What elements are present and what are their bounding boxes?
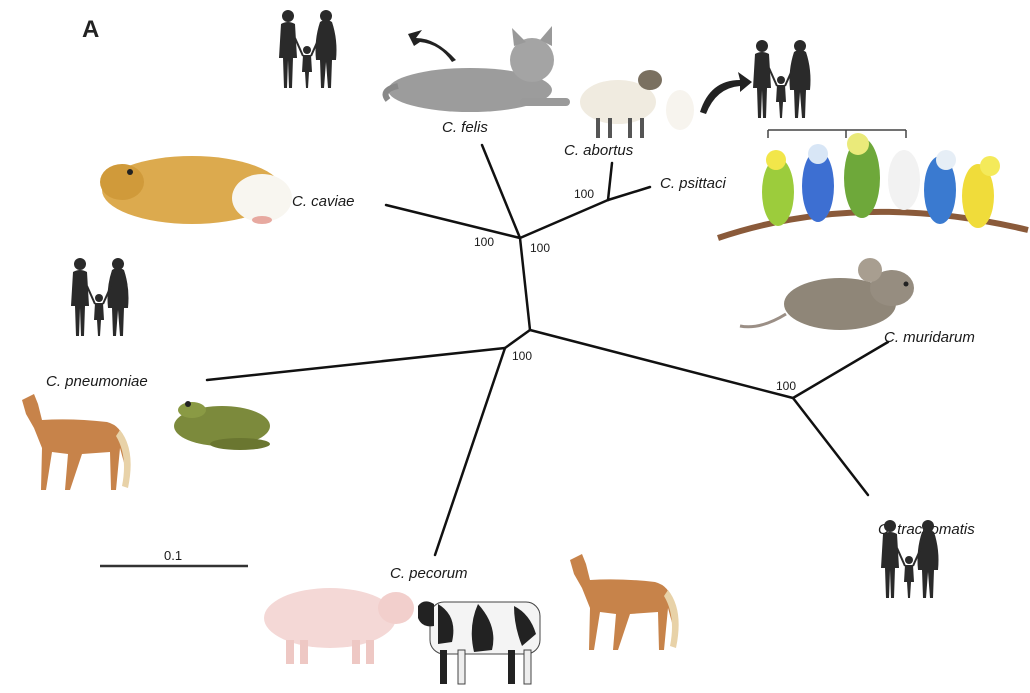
guinea-pig-icon [100,156,292,224]
bootstrap-abortus-node: 100 [574,187,594,201]
cow-icon [418,601,540,684]
horse-icon [570,554,679,650]
human-family-icon [71,258,129,336]
label-c-pneumoniae: C. pneumoniae [46,373,148,390]
label-c-muridarum: C. muridarum [884,329,975,346]
horse-icon [22,394,131,490]
mouse-icon [740,258,914,330]
bootstrap-center-node: 100 [512,349,532,363]
label-c-felis: C. felis [442,119,488,136]
branch-pecorum [435,348,505,555]
branch-abortus [608,163,612,200]
branch-muridarum [793,342,888,398]
sheep-icon [580,70,694,138]
label-c-abortus: C. abortus [564,142,634,159]
budgerigar-icon [718,130,1028,238]
panel-label: A [82,16,99,44]
branch-psittaci-abortus [520,200,608,238]
bootstrap-muridarum-node: 100 [776,379,796,393]
branch-internal-upper [520,238,530,330]
human-family-icon [279,10,337,88]
pig-icon [264,588,414,664]
branch-psittaci [608,187,650,200]
branch-caviae [386,205,520,238]
human-family-icon [753,40,811,118]
branch-internal-lower [505,330,530,348]
label-c-pecorum: C. pecorum [390,565,468,582]
branch-internal-right [530,330,793,398]
label-c-caviae: C. caviae [292,193,355,210]
branch-trachomatis [793,398,868,495]
label-c-psittaci: C. psittaci [660,175,727,192]
bootstrap-felis-node: 100 [530,241,550,255]
frog-icon [174,401,270,450]
branch-pneumoniae [207,348,505,380]
branch-felis [482,145,520,238]
arrow-icon [408,30,456,62]
scale-bar-label: 0.1 [164,548,182,563]
arrow-icon [700,72,752,114]
bootstrap-caviae-node: 100 [474,235,494,249]
